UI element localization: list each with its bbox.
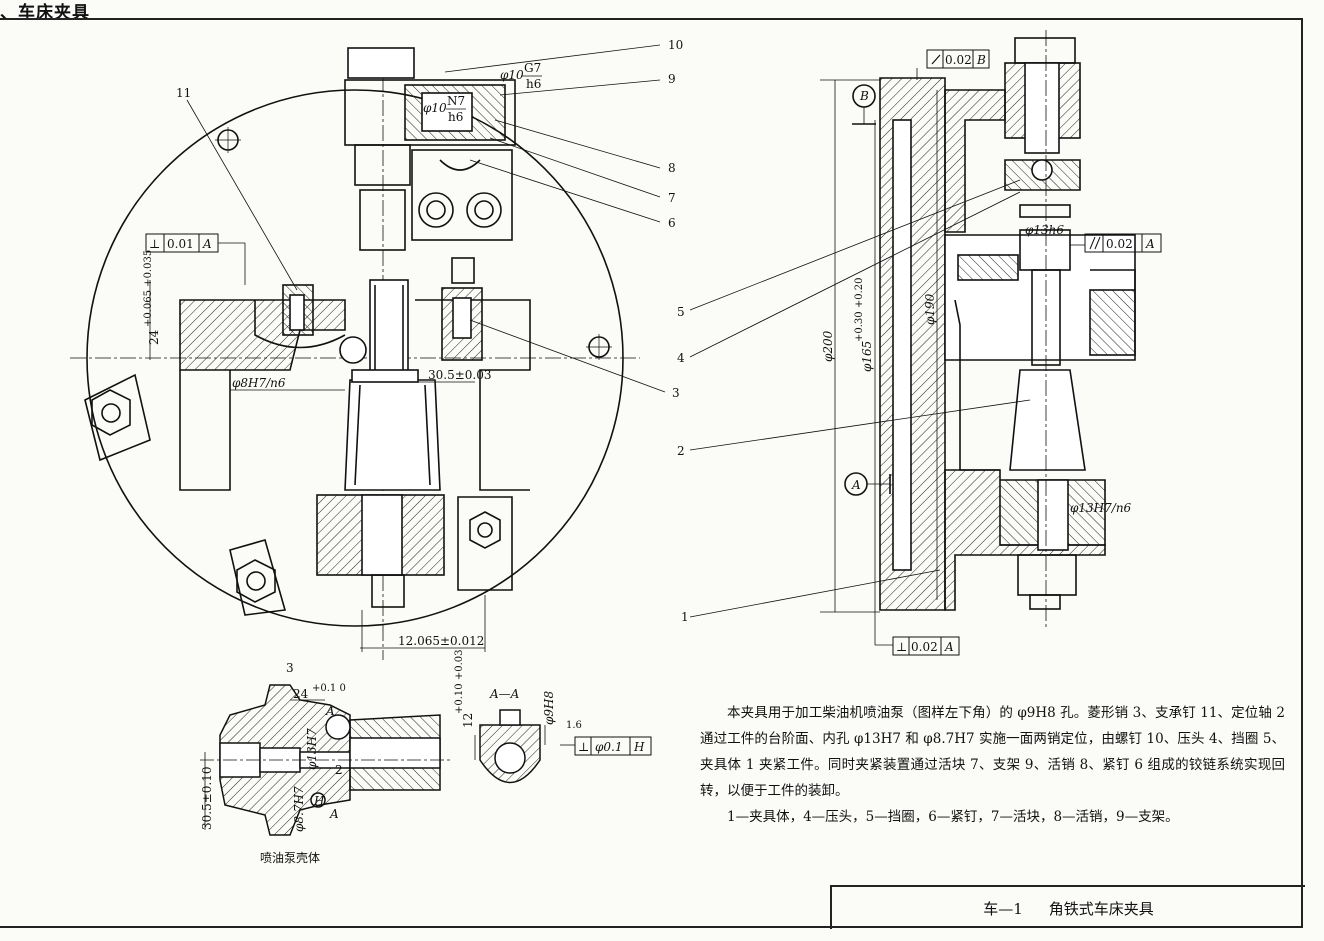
dim-24: 24 +0.065 +0.035 [143,250,161,345]
sec-dim-24: 24 [293,687,309,701]
svg-text:⊥: ⊥ [578,740,589,754]
sec-datum-h: H [313,794,325,808]
drawing-code: 车—1 [983,899,1023,918]
aa-dim-phi9h8: φ9H8 [542,690,556,725]
svg-text:0.02: 0.02 [1106,237,1133,251]
dim-phi200: φ200 [821,330,835,362]
svg-text:⊥: ⊥ [149,237,160,251]
sec-dim-24-tol: +0.1 0 [312,683,346,694]
svg-text:φ0.1: φ0.1 [595,740,623,754]
svg-text:A: A [1145,237,1155,251]
svg-text:30.5±0.10: 30.5±0.10 [200,767,214,831]
description-block: 本夹具用于加工柴油机喷油泵（图样左下角）的 φ9H8 孔。菱形销 3、支承钉 1… [700,700,1285,830]
sec-callout-2: 2 [335,763,343,777]
svg-text:⊥: ⊥ [896,640,907,654]
title-block: 车—1 角铁式车床夹具 [830,885,1305,929]
parallel-frame: 0.02 A [1084,233,1162,253]
svg-text:H: H [633,740,645,754]
workpiece-label: 喷油泵壳体 [260,851,320,865]
callout-11: 11 [176,86,191,100]
callout-9: 9 [668,72,676,86]
svg-text:φ200: φ200 [821,330,835,362]
svg-text:A: A [944,640,954,654]
fit-h6a: h6 [526,77,541,91]
dim-phi8h7: φ8H7/n6 [232,376,286,390]
svg-text:φ8.7H7: φ8.7H7 [292,786,306,832]
callout-5: 5 [677,305,685,319]
dim-12-065: 12.065±0.012 [398,634,484,648]
svg-text:0.02: 0.02 [911,640,938,654]
dim-phi165: φ165 +0.30 +0.20 [854,278,874,372]
drawing-frame [0,18,1303,928]
callout-10: 10 [668,38,683,52]
sec-dim-phi13h7: φ13H7 [305,728,319,770]
callout-7: 7 [668,191,676,205]
svg-text:0.02: 0.02 [945,53,972,67]
dim-phi10-n7: φ10 [423,101,447,115]
svg-text:+0.065 +0.035: +0.065 +0.035 [143,250,154,327]
dim-phi10-g7: φ10 [500,68,524,82]
sec-a-bottom: A [329,807,339,821]
parts-legend: 1—夹具体，4—压头，5—挡圈，6—紧钉，7—活块，8—活销，9—支架。 [727,809,1179,825]
flatness-frame: 0.02 B [926,49,990,69]
fit-g7: G7 [524,61,541,75]
perp-frame-left: ⊥ 0.01 A [145,233,246,285]
dim-phi13h6: φ13h6 [1025,223,1064,237]
dim-phi13h7n6: φ13H7/n6 [1070,501,1132,515]
dim-30-5: 30.5±0.03 [428,368,492,382]
svg-text:0.01: 0.01 [167,237,194,251]
sec-dim-30-5: 30.5±0.10 [200,767,214,831]
svg-text:φ13H7: φ13H7 [305,728,319,770]
svg-text:φ190: φ190 [923,293,937,325]
side-view [689,30,1136,646]
callout-6: 6 [668,216,676,230]
datum-a: A [851,478,861,492]
dim-phi190: φ190 [923,293,937,325]
callout-4: 4 [677,351,685,365]
sec-a-top: A [325,704,335,718]
svg-text:A: A [202,237,212,251]
callout-3: 3 [672,386,680,400]
svg-text:+0.30 +0.20: +0.30 +0.20 [854,278,865,342]
workpiece-section [200,684,575,836]
aa-dim-12: 12 +0.10 +0.03 [454,650,475,728]
aa-roughness: 1.6 [566,720,582,731]
svg-text:24: 24 [147,329,161,345]
callout-2: 2 [677,444,685,458]
aa-label: A—A [489,687,520,701]
description-paragraph: 本夹具用于加工柴油机喷油泵（图样左下角）的 φ9H8 孔。菱形销 3、支承钉 1… [700,705,1285,799]
callout-1: 1 [681,610,689,624]
perp-frame-right: ⊥ 0.02 A [892,636,960,656]
fit-n7: N7 [447,94,465,108]
svg-text:φ9H8: φ9H8 [542,690,556,725]
callout-8: 8 [668,161,676,175]
svg-text:φ165: φ165 [860,341,874,372]
drawing-name: 角铁式车床夹具 [1048,899,1154,918]
front-view [70,44,666,660]
aa-perp-frame: ⊥ φ0.1 H [574,736,652,756]
sec-callout-3: 3 [286,661,294,675]
sec-dim-phi8-7h7: φ8.7H7 [292,786,306,832]
svg-text:+0.10 +0.03: +0.10 +0.03 [454,650,465,714]
svg-text:B: B [976,53,986,67]
fit-h6b: h6 [448,110,463,124]
datum-b: B [859,89,869,103]
svg-text:12: 12 [461,713,475,728]
